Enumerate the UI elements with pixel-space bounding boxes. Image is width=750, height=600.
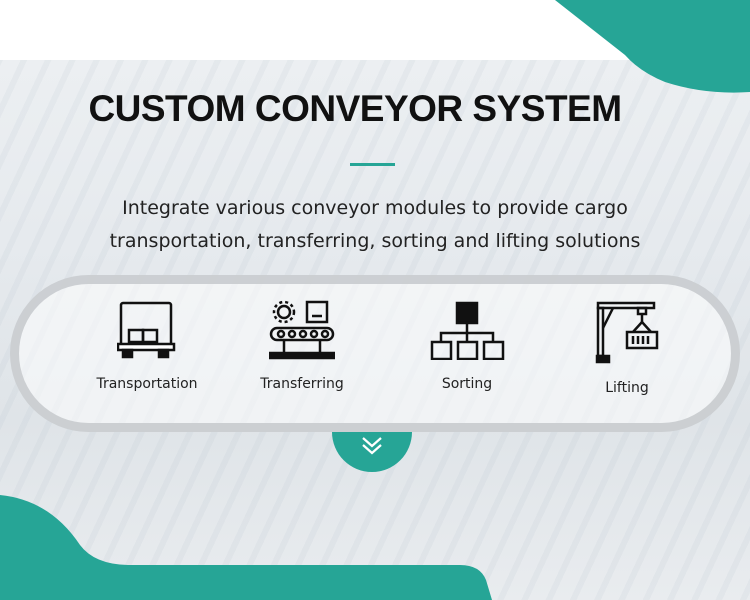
- truck-icon: [117, 301, 176, 359]
- hierarchy-icon: [430, 301, 505, 360]
- title-divider: [350, 163, 395, 166]
- feature-sorting: Sorting: [397, 300, 537, 392]
- corner-shape-top-right: [555, 0, 750, 93]
- subtitle-line: transportation, transferring, sorting an…: [109, 230, 641, 252]
- page-title: CUSTOM CONVEYOR SYSTEM: [88, 88, 622, 129]
- feature-label: Sorting: [441, 376, 493, 392]
- feature-label: Lifting: [605, 380, 649, 396]
- feature-label: Transferring: [260, 376, 344, 392]
- double-chevron-down-icon: [362, 437, 382, 455]
- feature-label: Transportation: [96, 376, 198, 392]
- conveyor-icon: [269, 300, 335, 360]
- feature-transferring: Transferring: [232, 300, 372, 392]
- crane-icon: [595, 301, 659, 364]
- feature-transportation: Transportation: [77, 300, 217, 392]
- feature-lifting: Lifting: [557, 300, 697, 396]
- subtitle-line: Integrate various conveyor modules to pr…: [122, 197, 628, 219]
- subtitle: Integrate various conveyor modules to pr…: [0, 192, 750, 258]
- corner-shape-bottom-left: [0, 495, 492, 600]
